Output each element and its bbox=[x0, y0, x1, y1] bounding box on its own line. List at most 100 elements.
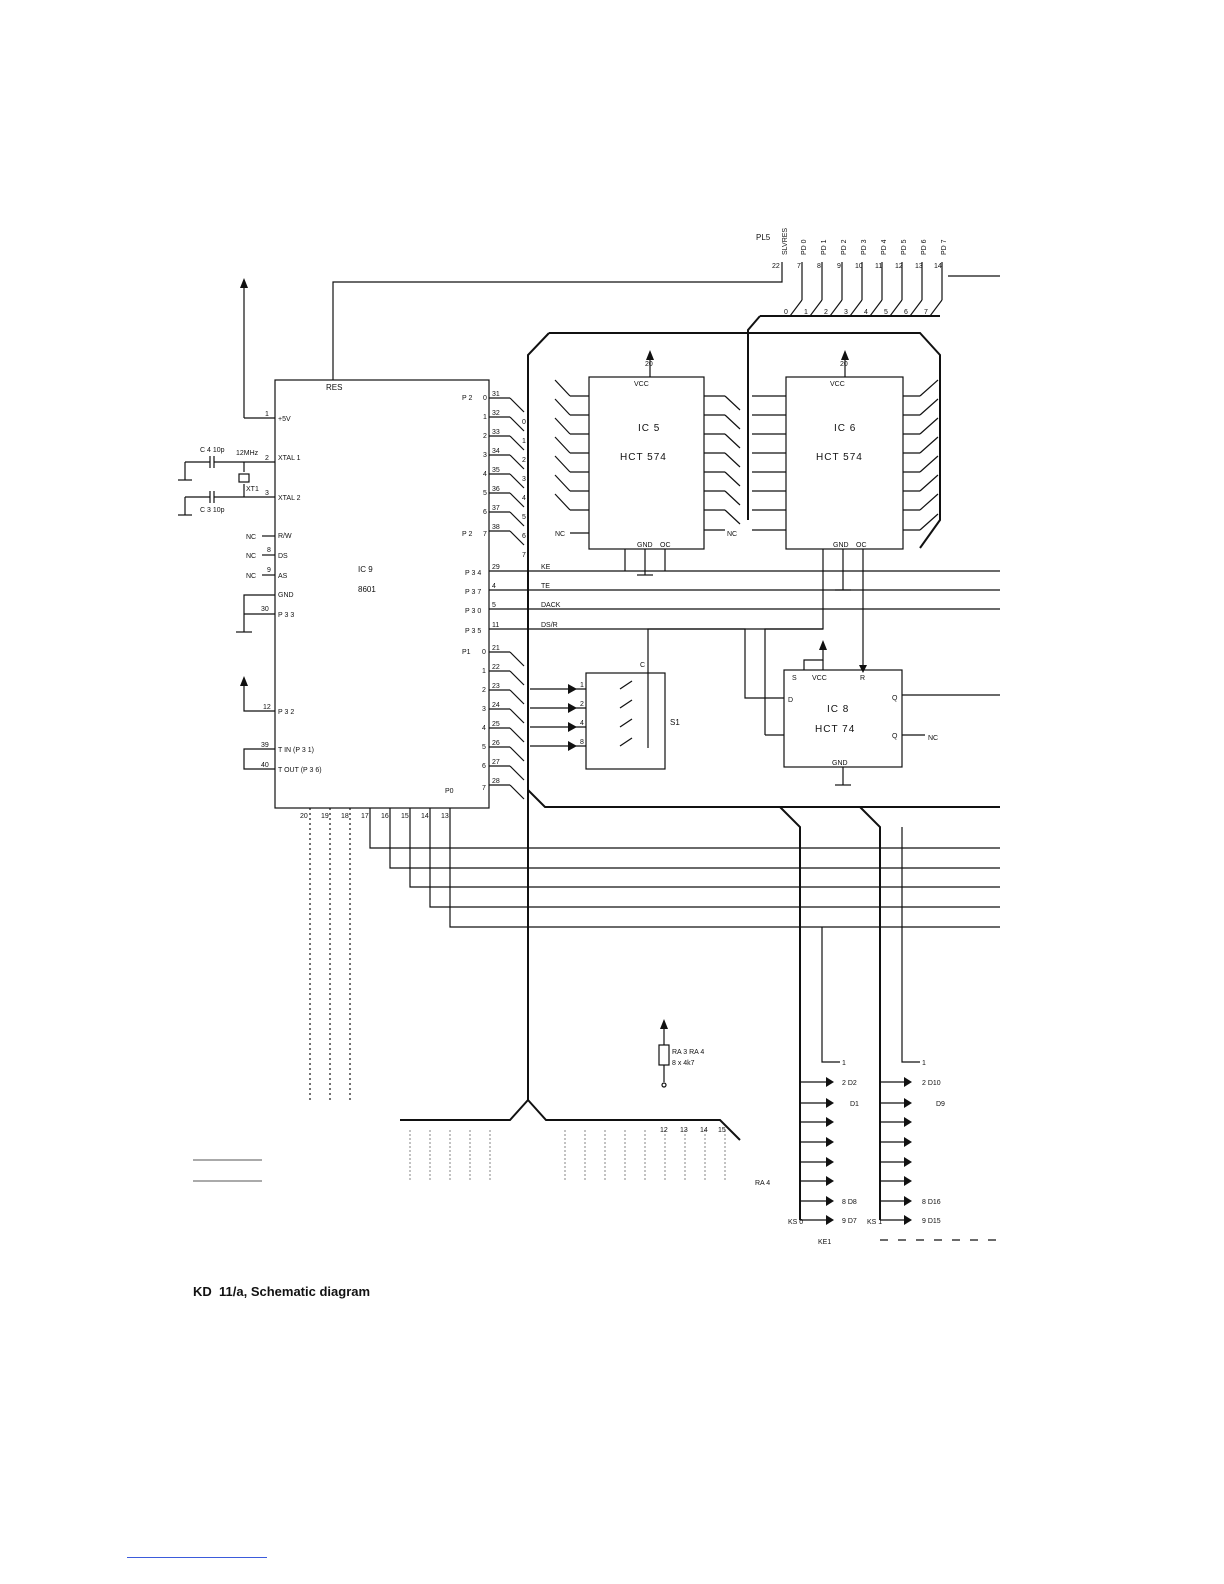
pl5-signal: PD 7 bbox=[941, 239, 948, 255]
ic9-p1-bits: 0 1 2 3 4 5 6 7 bbox=[482, 649, 486, 792]
pin-number: 19 bbox=[321, 813, 329, 820]
pin-label: 2 bbox=[482, 687, 486, 694]
pl5-pin: 7 bbox=[797, 263, 801, 270]
pin-number: 33 bbox=[492, 429, 500, 436]
bus-index: 2 bbox=[522, 457, 526, 464]
p2-bus-numbers: 0 1 2 3 4 5 6 7 bbox=[522, 419, 526, 559]
nc-label: NC bbox=[246, 534, 256, 541]
ks0-pin: 8 D8 bbox=[842, 1199, 857, 1206]
pin-label: 0 bbox=[482, 649, 486, 656]
bus-index: 13 bbox=[680, 1127, 688, 1134]
ks1-pin: 8 D16 bbox=[922, 1199, 941, 1206]
ic9-left-pins: 1 +5V 2 XTAL 1 3 XTAL 2 R/W 8 DS 9 AS GN… bbox=[261, 411, 322, 774]
pin-label: P 3 7 bbox=[465, 589, 481, 596]
pl5-pin: 12 bbox=[895, 263, 903, 270]
ic9-p1-pins: 21 22 23 24 25 26 27 28 bbox=[492, 645, 500, 785]
pin-number: 16 bbox=[381, 813, 389, 820]
bus-index: 4 bbox=[864, 309, 868, 316]
signal-label: TE bbox=[541, 583, 550, 590]
pin-number: 24 bbox=[492, 702, 500, 709]
pin-number: 15 bbox=[401, 813, 409, 820]
pl5-signal: PD 3 bbox=[861, 239, 868, 255]
ic9-p2-header: P 2 bbox=[462, 395, 472, 402]
ic9-p2-header: P 2 bbox=[462, 531, 472, 538]
pl5-signals: SLVRES PD 0 PD 1 PD 2 PD 3 PD 4 PD 5 PD … bbox=[782, 228, 948, 255]
bus-indexes: 0 1 2 3 4 5 6 7 bbox=[784, 309, 928, 316]
ic8-qbar: Q bbox=[892, 733, 898, 740]
ic9-p2-pins: 31 32 33 34 35 36 37 38 bbox=[492, 391, 500, 531]
ic9-p0-header: P0 bbox=[445, 788, 454, 795]
pin-number: 40 bbox=[261, 762, 269, 769]
pin-label: 0 bbox=[483, 395, 487, 402]
pl5-pin: 9 bbox=[837, 263, 841, 270]
ks0-name: KS 0 bbox=[788, 1219, 803, 1226]
ks0-pin: D1 bbox=[850, 1101, 859, 1108]
pin-number: 17 bbox=[361, 813, 369, 820]
pl5-label: PL5 bbox=[756, 233, 771, 242]
switch-position: 2 bbox=[580, 701, 584, 708]
bus-index: 14 bbox=[700, 1127, 708, 1134]
crystal-freq: 12MHz bbox=[236, 450, 259, 457]
ic5-body bbox=[588, 376, 705, 550]
ks1-name: KS 1 bbox=[867, 1219, 882, 1226]
pl5-signal: SLVRES bbox=[782, 228, 789, 255]
ic8-part: HCT 74 bbox=[815, 724, 855, 735]
pin-label: 1 bbox=[483, 414, 487, 421]
pin-number: 31 bbox=[492, 391, 500, 398]
pl5-signal: PD 4 bbox=[881, 239, 888, 255]
pin-number: 34 bbox=[492, 448, 500, 455]
s1-common: C bbox=[640, 662, 645, 669]
pin-number: 2 bbox=[265, 455, 269, 462]
pin-label: DS bbox=[278, 553, 288, 560]
pin-number: 8 bbox=[267, 547, 271, 554]
pl5-pin: 10 bbox=[855, 263, 863, 270]
bus-index: 12 bbox=[660, 1127, 668, 1134]
bus-index: 0 bbox=[522, 419, 526, 426]
pin-number: 21 bbox=[492, 645, 500, 652]
ic6-body bbox=[785, 376, 904, 550]
bus-index: 6 bbox=[522, 533, 526, 540]
pin-number: 4 bbox=[492, 583, 496, 590]
ic5-supply: 20 bbox=[645, 361, 653, 368]
pin-number: 18 bbox=[341, 813, 349, 820]
c3-label: C 3 10p bbox=[200, 507, 225, 514]
pin-number: 39 bbox=[261, 742, 269, 749]
pin-label: P 3 2 bbox=[278, 709, 294, 716]
bus-index: 0 bbox=[784, 309, 788, 316]
pl5-pins: 22 7 8 9 10 11 12 13 14 bbox=[772, 263, 942, 270]
pin-label: 4 bbox=[482, 725, 486, 732]
pl5-signal: PD 0 bbox=[801, 239, 808, 255]
switch-position: 1 bbox=[580, 682, 584, 689]
ic9-bottom-pins: 20 19 18 17 16 15 14 13 bbox=[300, 813, 449, 820]
bus-index: 6 bbox=[904, 309, 908, 316]
pin-label: P 3 3 bbox=[278, 612, 294, 619]
pin-number: 30 bbox=[261, 606, 269, 613]
pl5-pin: 22 bbox=[772, 263, 780, 270]
bus-index: 5 bbox=[884, 309, 888, 316]
pin-label: XTAL 2 bbox=[278, 495, 301, 502]
pin-label: 2 bbox=[483, 433, 487, 440]
pl5-pin: 8 bbox=[817, 263, 821, 270]
bus-index: 3 bbox=[844, 309, 848, 316]
bus-index: 3 bbox=[522, 476, 526, 483]
pl5-pin: 11 bbox=[875, 263, 882, 270]
pl5-signal: PD 2 bbox=[841, 239, 848, 255]
pin-number: 22 bbox=[492, 664, 500, 671]
pin-number: 5 bbox=[492, 602, 496, 609]
pin-label: P 3 5 bbox=[465, 628, 481, 635]
ic5-name: IC 5 bbox=[638, 423, 660, 434]
bus-index: 7 bbox=[522, 552, 526, 559]
pin-number: 23 bbox=[492, 683, 500, 690]
pin-number: 20 bbox=[300, 813, 308, 820]
ic9-body bbox=[274, 379, 490, 809]
pl5-signal: PD 1 bbox=[821, 239, 828, 255]
ic5-part: HCT 574 bbox=[620, 452, 667, 463]
ks0-pin: 9 D7 bbox=[842, 1218, 857, 1225]
ic9-p2-bits: 0 1 2 3 4 5 6 7 bbox=[483, 395, 487, 538]
bus-index: 15 bbox=[718, 1127, 726, 1134]
pin-label: 1 bbox=[482, 668, 486, 675]
ic6-part: HCT 574 bbox=[816, 452, 863, 463]
pin-number: 37 bbox=[492, 505, 500, 512]
pin-number: 25 bbox=[492, 721, 500, 728]
ic6-gnd: GND bbox=[833, 542, 849, 549]
